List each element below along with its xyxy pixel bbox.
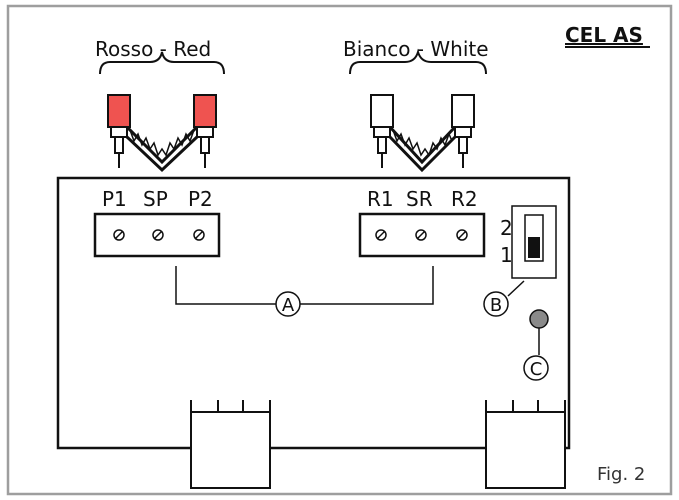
- screw-icon: [113, 229, 125, 241]
- terminal-label-r2: R2: [451, 187, 478, 211]
- red-wire-label: Rosso - Red: [95, 37, 211, 61]
- screw-icon: [415, 229, 427, 241]
- terminal-block-r: [358, 212, 486, 258]
- circuit-board: [56, 176, 571, 450]
- red-connector-left: [107, 94, 131, 128]
- svg-text:C: C: [530, 359, 543, 380]
- red-wire-pair: [107, 94, 217, 173]
- callout-a: A: [275, 291, 301, 317]
- callout-b: B: [483, 291, 509, 317]
- red-connector-right: [193, 94, 217, 128]
- white-connector-left: [370, 94, 394, 128]
- dip-switch-lever: [528, 237, 540, 258]
- svg-text:A: A: [282, 295, 295, 316]
- terminal-label-p1: P1: [102, 187, 127, 211]
- terminal-label-p2: P2: [188, 187, 213, 211]
- white-connector-right: [451, 94, 475, 128]
- white-wire-brace: [349, 48, 487, 75]
- callout-c: C: [523, 355, 549, 381]
- bottom-connector-right: [485, 400, 566, 489]
- dip-switch: [511, 205, 557, 279]
- screw-icon: [193, 229, 205, 241]
- screw-icon: [456, 229, 468, 241]
- dip-position-1: 1: [500, 243, 513, 267]
- terminal-label-r1: R1: [367, 187, 394, 211]
- screw-icon: [375, 229, 387, 241]
- white-wire-pair: [370, 94, 475, 173]
- svg-text:B: B: [490, 295, 502, 316]
- dip-position-2: 2: [500, 216, 513, 240]
- screw-icon: [152, 229, 164, 241]
- led-indicator: [529, 309, 549, 329]
- terminal-label-sp: SP: [143, 187, 168, 211]
- figure-caption: Fig. 2: [597, 464, 645, 485]
- terminal-label-sr: SR: [406, 187, 433, 211]
- red-wire-brace: [99, 51, 225, 75]
- model-title: CEL AS: [565, 23, 643, 47]
- bottom-connector-left: [190, 400, 271, 489]
- callout-a-bracket: [175, 266, 434, 305]
- terminal-block-p: [93, 212, 221, 258]
